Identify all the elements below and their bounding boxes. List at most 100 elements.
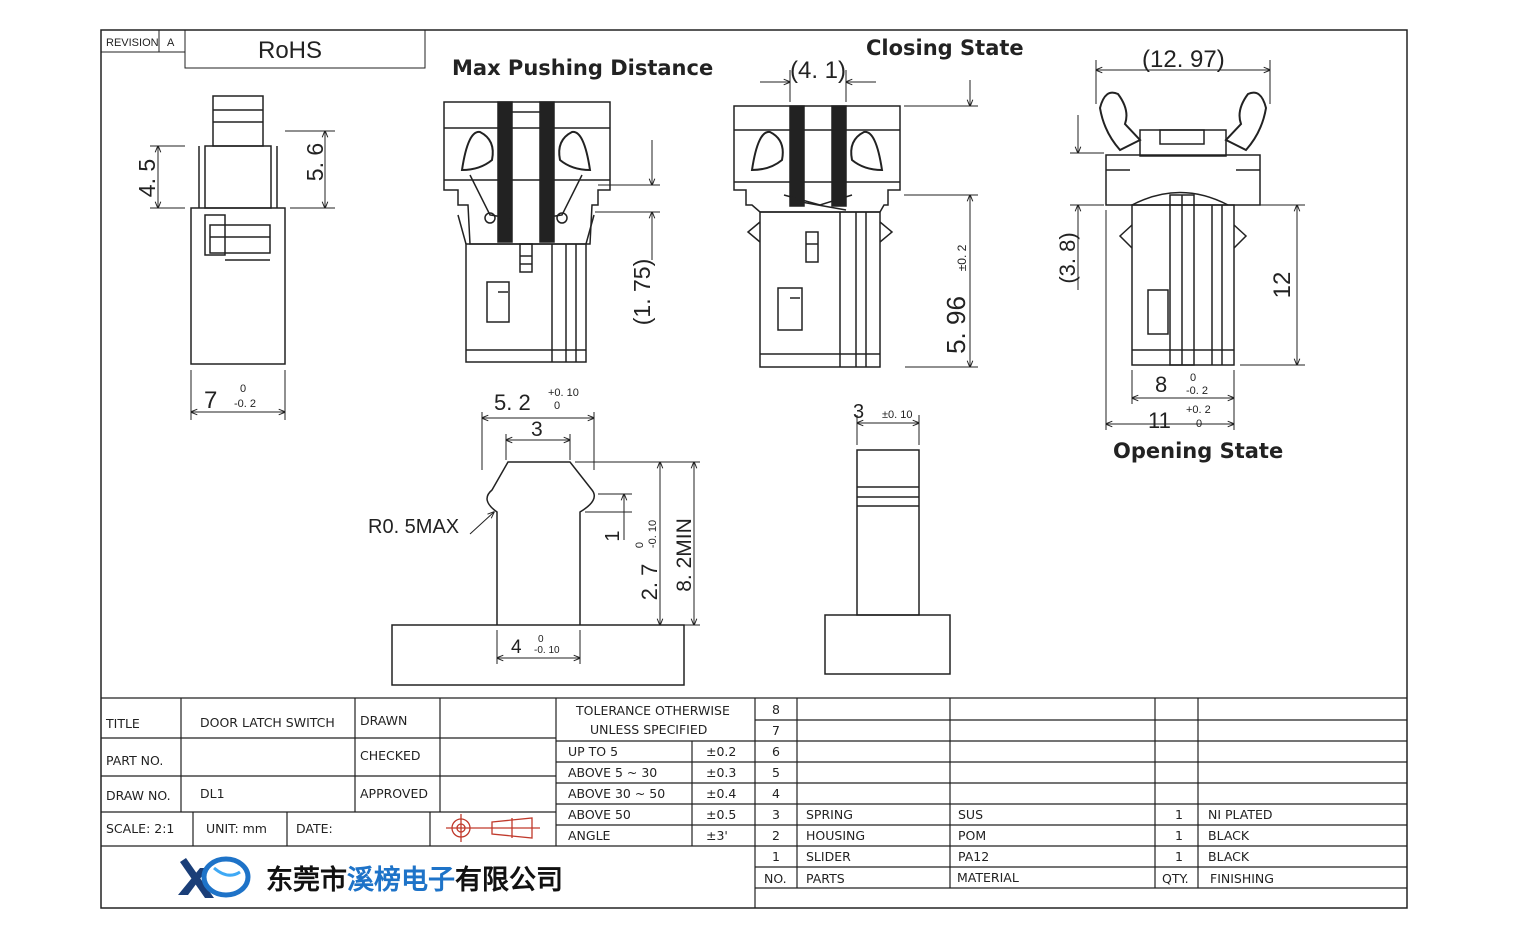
company-logo xyxy=(178,856,251,898)
opening-dim-w2-tol-top: +0. 2 xyxy=(1186,404,1211,416)
slider-dim-top: 5. 2 xyxy=(494,390,531,415)
bom-no: 2 xyxy=(772,828,780,843)
company-name-part-2: 溪榜电子 xyxy=(347,864,455,896)
opening-dim-w2: 11 xyxy=(1148,408,1171,433)
opening-dim-w1-tol-top: 0 xyxy=(1190,372,1196,384)
draw-no-label: DRAW NO. xyxy=(106,788,171,803)
revision-label: REVISION xyxy=(106,37,159,49)
bom-material: PA12 xyxy=(958,849,989,864)
slider-radius-note: R0. 5MAX xyxy=(368,516,459,538)
sheet-border xyxy=(100,29,1408,909)
bom-no: 6 xyxy=(772,744,780,759)
slider-dim-inner: 3 xyxy=(531,418,543,441)
max-pushing-heading: Max Pushing Distance xyxy=(452,56,713,80)
projection-symbol-icon xyxy=(446,814,540,842)
bom-header-parts: PARTS xyxy=(806,871,845,886)
tolerance-range: UP TO 5 xyxy=(568,744,618,759)
company-name-part-1: 东莞市 xyxy=(266,864,347,896)
title-value: DOOR LATCH SWITCH xyxy=(200,715,335,730)
opening-dim-width: (12. 97) xyxy=(1142,46,1225,73)
closing-state-heading: Closing State xyxy=(866,36,1024,60)
opening-state-view xyxy=(1070,60,1305,430)
bom-finishing: NI PLATED xyxy=(1208,807,1273,822)
max-pushing-view xyxy=(443,101,660,363)
side-dim-b: 5. 6 xyxy=(302,143,328,181)
side-view xyxy=(150,95,335,420)
title-label: TITLE xyxy=(105,716,140,731)
tolerance-range: ABOVE 50 xyxy=(568,807,631,822)
bom-no: 1 xyxy=(772,849,780,864)
opening-dim-w2-tol-bot: 0 xyxy=(1196,418,1202,430)
bom-no: 5 xyxy=(772,765,780,780)
draw-no-value: DL1 xyxy=(200,786,225,801)
tolerance-range: ANGLE xyxy=(568,828,611,843)
tolerance-value: ±0.5 xyxy=(706,807,736,822)
revision-value: A xyxy=(167,37,175,49)
slider-dim-step: 1 xyxy=(602,530,624,541)
closing-dim-top: (4. 1) xyxy=(790,57,846,84)
bom-header-no: NO. xyxy=(764,871,787,886)
max-pushing-dim: (1. 75) xyxy=(629,259,655,325)
bom-qty: 1 xyxy=(1175,807,1183,822)
tolerance-value: ±0.2 xyxy=(706,744,736,759)
opening-dim-w1: 8 xyxy=(1155,372,1167,397)
bom-part: HOUSING xyxy=(806,828,865,843)
opening-state-heading: Opening State xyxy=(1113,439,1283,463)
checked-label: CHECKED xyxy=(360,748,420,763)
tolerance-range: ABOVE 5 ~ 30 xyxy=(568,765,657,780)
opening-dim-w1-tol-bot: -0. 2 xyxy=(1186,385,1208,397)
bom-no: 3 xyxy=(772,807,780,822)
closing-state-view xyxy=(733,70,978,368)
bom-header-finishing: FINISHING xyxy=(1210,871,1274,886)
slider-dim-27-tol-top: 0 xyxy=(634,542,646,548)
tolerance-value: ±0.4 xyxy=(706,786,736,801)
slider-dim-base-tol-bot: -0. 10 xyxy=(534,645,560,656)
drawn-label: DRAWN xyxy=(360,713,407,728)
bom-finishing: BLACK xyxy=(1208,849,1250,864)
revision-block: REVISION A RoHS xyxy=(100,29,426,69)
opening-dim-height: 12 xyxy=(1269,272,1296,299)
scale-label: SCALE: 2:1 xyxy=(106,821,174,836)
slider-front-view xyxy=(391,412,700,686)
part-no-label: PART NO. xyxy=(106,753,163,768)
slider-side-tol: ±0. 10 xyxy=(882,409,913,421)
bom-no: 7 xyxy=(772,723,780,738)
slider-dim-top-tol-bot: 0 xyxy=(554,400,560,412)
bom-header-qty: QTY. xyxy=(1162,871,1189,886)
tolerance-header-1: TOLERANCE OTHERWISE xyxy=(575,703,730,718)
side-dim-w-tol-top: 0 xyxy=(240,383,246,395)
company-name: 东莞市溪榜电子有限公司 xyxy=(266,864,563,896)
tolerance-range: ABOVE 30 ~ 50 xyxy=(568,786,665,801)
company-name-part-3: 有限公司 xyxy=(455,865,563,896)
slider-dim-27-tol-bot: -0. 10 xyxy=(647,520,659,548)
slider-dim-base: 4 xyxy=(511,637,522,658)
tolerance-value: ±3' xyxy=(706,828,728,843)
rohs-note: RoHS xyxy=(258,37,322,64)
side-dim-w: 7 xyxy=(204,387,217,414)
bom-no: 4 xyxy=(772,786,780,801)
slider-dim-82: 8. 2MIN xyxy=(673,518,696,592)
slider-side-dim: 3 xyxy=(853,401,864,423)
bom-qty: 1 xyxy=(1175,849,1183,864)
bom-part: SPRING xyxy=(806,807,853,822)
slider-dim-base-tol-top: 0 xyxy=(538,634,544,645)
slider-side-view xyxy=(824,415,951,675)
closing-dim-tol: ±0. 2 xyxy=(955,244,969,271)
approved-label: APPROVED xyxy=(360,786,428,801)
unit-label: UNIT: mm xyxy=(206,821,267,836)
bom-header-material: MATERIAL xyxy=(957,870,1019,885)
bom-finishing: BLACK xyxy=(1208,828,1250,843)
side-dim-a: 4. 5 xyxy=(134,159,160,197)
opening-dim-left: (3. 8) xyxy=(1055,232,1080,283)
tolerance-value: ±0.3 xyxy=(706,765,736,780)
slider-dim-27: 2. 7 xyxy=(637,564,662,601)
closing-dim-height: 5. 96 xyxy=(941,296,971,354)
tolerance-header-2: UNLESS SPECIFIED xyxy=(590,722,707,737)
slider-dim-top-tol-top: +0. 10 xyxy=(548,387,579,399)
bom-material: SUS xyxy=(958,807,983,822)
bom-part: SLIDER xyxy=(806,849,851,864)
